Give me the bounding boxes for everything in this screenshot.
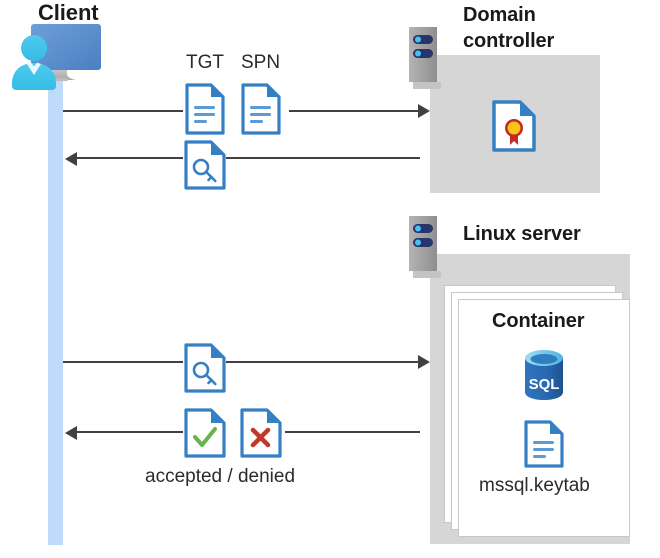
- flow-arrowhead-client-to-dc: [418, 104, 430, 118]
- document-check-icon: [184, 408, 226, 458]
- flow-line-linux-to-client-a: [77, 431, 183, 433]
- svg-text:SQL: SQL: [529, 376, 560, 393]
- document-lines-icon: [185, 83, 225, 135]
- flow-line-dc-to-client-a: [77, 157, 183, 159]
- flow-line-client-to-linux-a: [63, 361, 183, 363]
- flow-arrowhead-dc-to-client: [65, 152, 77, 166]
- spn-label: SPN: [241, 52, 281, 73]
- document-cross-icon: [240, 408, 282, 458]
- flow-line-client-to-linux-b: [226, 361, 419, 363]
- flow-arrowhead-linux-to-client: [65, 426, 77, 440]
- document-key-icon: [184, 140, 226, 190]
- flow-line-dc-to-client-b: [226, 157, 420, 159]
- container-title: Container: [492, 310, 585, 332]
- user-monitor-icon: [8, 20, 110, 92]
- flow-arrowhead-client-to-linux: [418, 355, 430, 369]
- server-rack-icon: [409, 216, 441, 278]
- container-card-front: [458, 299, 630, 537]
- document-lines-icon: [524, 420, 564, 468]
- keytab-filename-label: mssql.keytab: [479, 475, 590, 496]
- client-title: Client: [38, 0, 99, 25]
- document-lines-icon: [241, 83, 281, 135]
- domain-controller-title: Domain controller: [463, 4, 555, 52]
- client-lifeline: [48, 66, 63, 545]
- flow-line-client-to-dc-b: [289, 110, 419, 112]
- tgt-label: TGT: [186, 52, 224, 73]
- document-certificate-icon: [492, 100, 536, 152]
- accepted-denied-label: accepted / denied: [145, 466, 296, 487]
- server-rack-icon: [409, 27, 441, 89]
- linux-server-title: Linux server: [463, 223, 581, 245]
- document-key-icon: [184, 343, 226, 393]
- flow-line-client-to-dc-a: [63, 110, 183, 112]
- flow-line-linux-to-client-b: [285, 431, 420, 433]
- sql-database-icon: SQL: [521, 349, 567, 401]
